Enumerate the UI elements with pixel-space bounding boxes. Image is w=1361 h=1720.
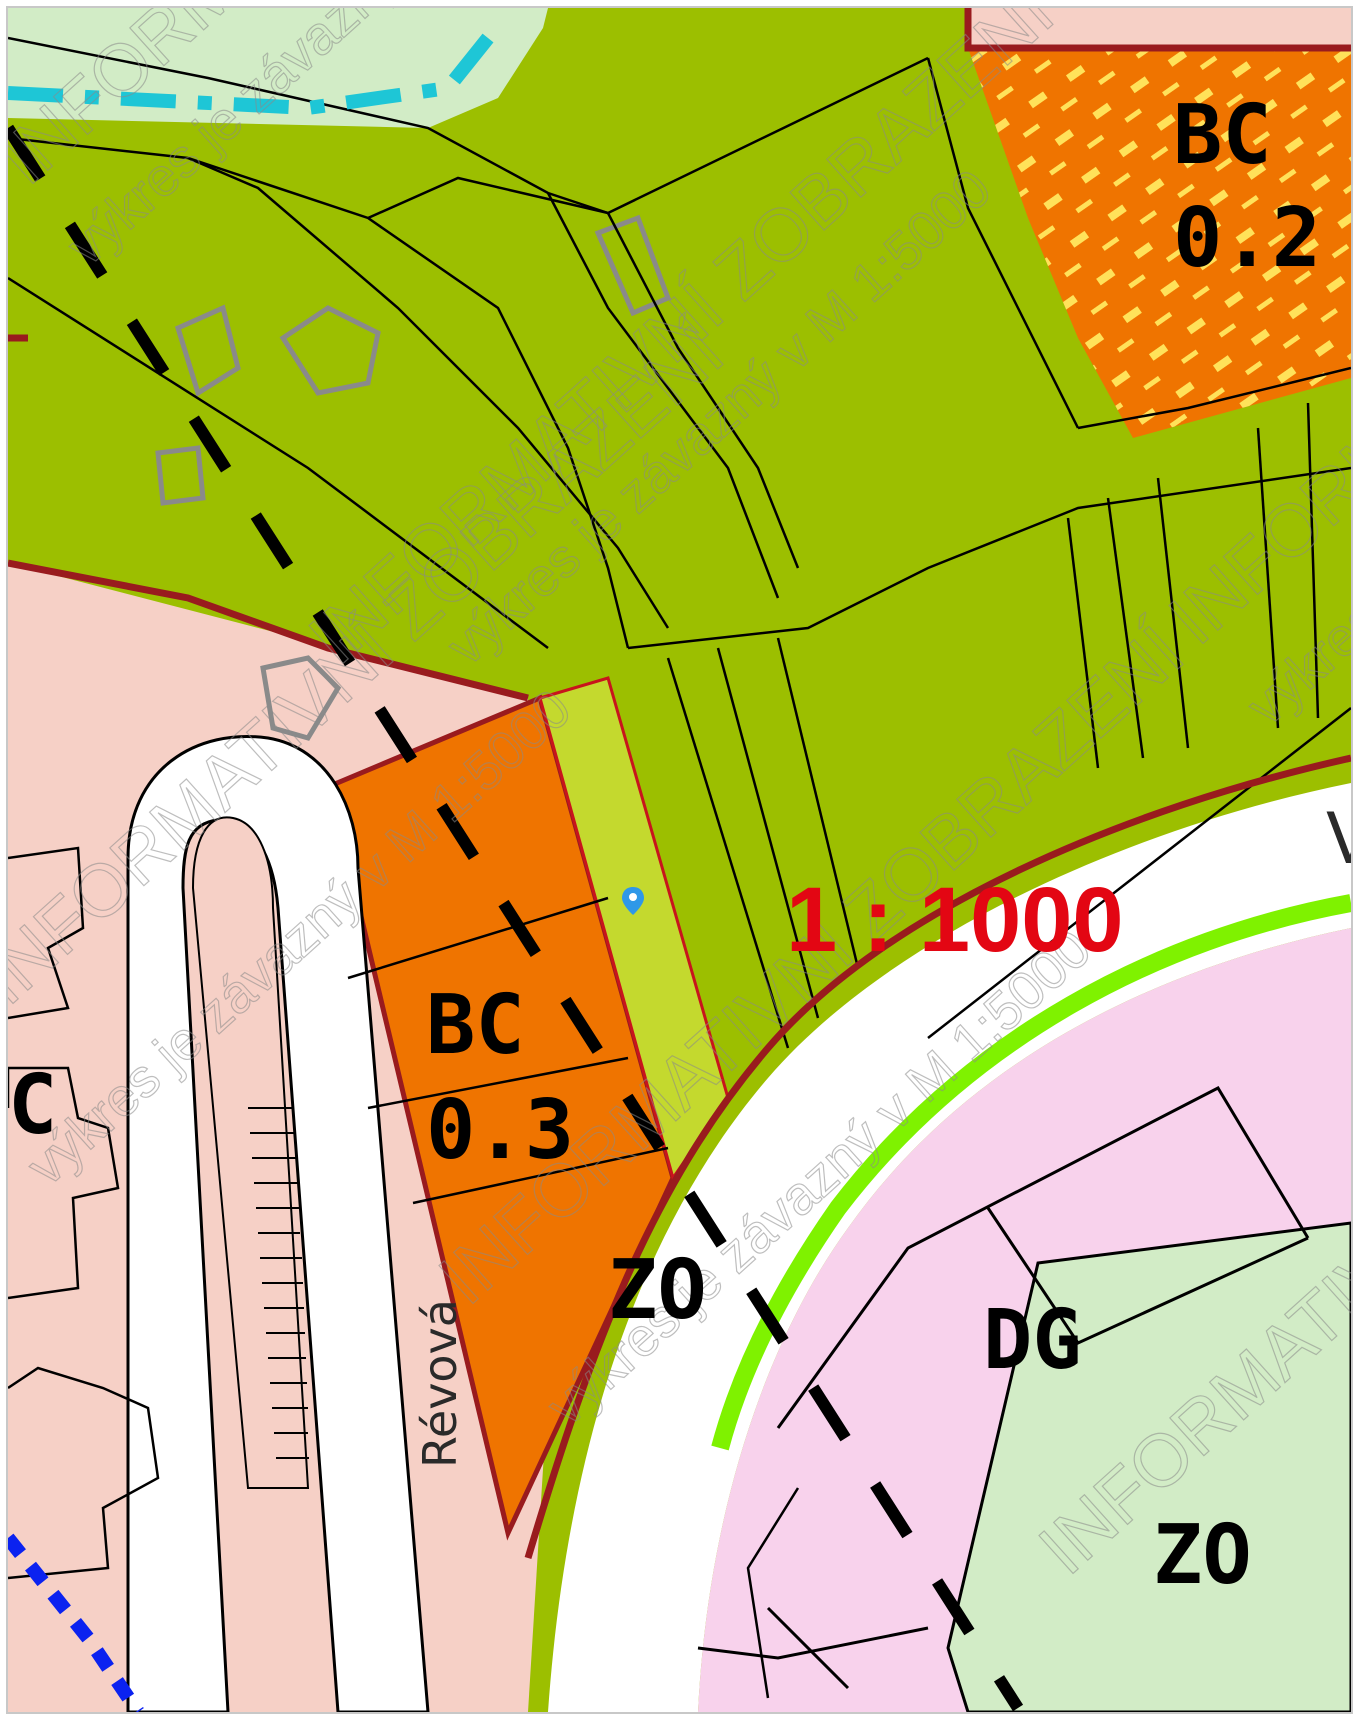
zone-label-zo-right: ZO [1153, 1508, 1252, 1603]
access-road-loop [126, 735, 430, 1712]
svg-text:0.3: 0.3 [426, 1083, 574, 1178]
overhead-line-dashed [8, 124, 1024, 1712]
residential-top-corner [968, 8, 1351, 48]
zone-label-bc03: BC 0.3 [426, 978, 574, 1178]
zone-label-dg: DG [983, 1293, 1082, 1388]
greenery-zone-zo-right [946, 1221, 1351, 1712]
map-scale: 1 : 1000 [786, 869, 1124, 971]
street-name-revova: Révová [413, 1299, 467, 1468]
development-zone-bc02-hatch [968, 48, 1351, 438]
dg-building-outline [697, 1086, 1310, 1690]
svg-text:BC: BC [1173, 88, 1272, 183]
street-label-partial-right: V [1326, 798, 1351, 880]
plot-border-lines [8, 8, 1351, 1560]
staircase-structure [191, 816, 310, 1489]
zone-label-bc02: BC 0.2 [1173, 88, 1321, 286]
building-outlines-grey [155, 214, 672, 741]
building-outlines-left [8, 846, 160, 1580]
main-road [548, 783, 1351, 1712]
zone-label-partial-left: C [8, 1058, 57, 1153]
water-line-cyan [8, 33, 494, 116]
location-pin-icon[interactable] [622, 887, 644, 915]
svg-text:BC: BC [426, 978, 525, 1073]
land-use-map[interactable]: INFORMATIVNÍ ZOBRAZENÍ výkres je závazný… [8, 8, 1351, 1712]
map-viewport[interactable]: INFORMATIVNÍ ZOBRAZENÍ výkres je závazný… [6, 6, 1353, 1714]
lime-green-strip [711, 894, 1351, 1451]
svg-text:0.2: 0.2 [1173, 191, 1321, 286]
zone-label-zo-center: ZO [608, 1243, 707, 1338]
